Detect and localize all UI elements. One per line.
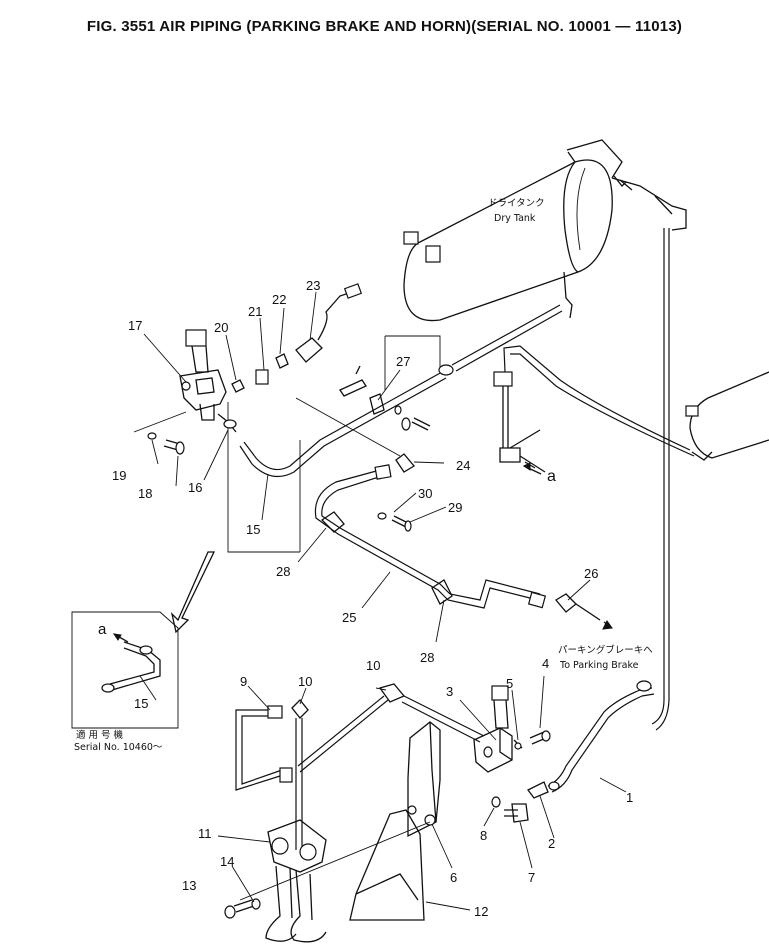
callout-18: 18 <box>138 486 152 501</box>
callout-2: 2 <box>548 836 555 851</box>
callout-23: 23 <box>306 278 320 293</box>
callout-10a: 10 <box>298 674 312 689</box>
callout-8: 8 <box>480 828 487 843</box>
callout-16: 16 <box>188 480 202 495</box>
to-parking-en-label: To Parking Brake <box>559 660 639 671</box>
callout-20: 20 <box>214 320 228 335</box>
callout-3: 3 <box>446 684 453 699</box>
callout-29: 29 <box>448 500 462 515</box>
leader-lines <box>143 291 627 911</box>
callout-7: 7 <box>528 870 535 885</box>
callout-12: 12 <box>474 904 488 919</box>
fitting-24 <box>295 397 415 473</box>
fitting-21 <box>255 369 269 385</box>
ref-a-main: a <box>547 468 556 485</box>
sensor-23 <box>295 283 363 363</box>
callout-26: 26 <box>584 566 598 581</box>
to-parking-jp-label: パーキングブレーキへ <box>558 644 653 656</box>
callout-30: 30 <box>418 486 432 501</box>
serial-jp-label: 適 用 号 機 <box>76 729 124 741</box>
callout-22: 22 <box>272 292 286 307</box>
callout-14: 14 <box>220 854 234 869</box>
callout-21: 21 <box>248 304 262 319</box>
serial-en-label: Serial No. 10460～ <box>74 742 163 753</box>
callout-15: 15 <box>246 522 260 537</box>
valve-17 <box>179 329 227 421</box>
inset-box <box>71 611 179 729</box>
callout-19: 19 <box>112 468 126 483</box>
dry-tank-en-label: Dry Tank <box>494 213 536 224</box>
fitting-22 <box>275 353 289 369</box>
callout-1: 1 <box>626 790 633 805</box>
ref-a-inset: a <box>98 621 107 638</box>
callout-15-inset: 15 <box>134 696 148 711</box>
callout-numbers: 1 2 3 4 5 6 7 8 9 10 10 11 12 13 14 15 1… <box>112 278 633 919</box>
horn-11 <box>265 819 327 943</box>
callout-5: 5 <box>506 676 513 691</box>
right-tank <box>685 371 769 461</box>
fitting-20 <box>231 379 245 393</box>
callout-13: 13 <box>182 878 196 893</box>
figure-title: FIG. 3551 AIR PIPING (PARKING BRAKE AND … <box>86 18 683 35</box>
callout-17: 17 <box>128 318 142 333</box>
fitting-26 <box>555 593 613 630</box>
valve-3 <box>473 685 523 773</box>
callout-28a: 28 <box>276 564 290 579</box>
callout-10b: 10 <box>366 658 380 673</box>
callout-9: 9 <box>240 674 247 689</box>
callout-25: 25 <box>342 610 356 625</box>
callout-24: 24 <box>456 458 470 473</box>
callout-28b: 28 <box>420 650 434 665</box>
callout-4: 4 <box>542 656 549 671</box>
dry-tank <box>403 139 687 322</box>
callout-6: 6 <box>450 870 457 885</box>
callout-27: 27 <box>396 354 410 369</box>
callout-11: 11 <box>198 826 212 841</box>
dry-tank-jp-label: ドライタンク <box>488 198 545 209</box>
